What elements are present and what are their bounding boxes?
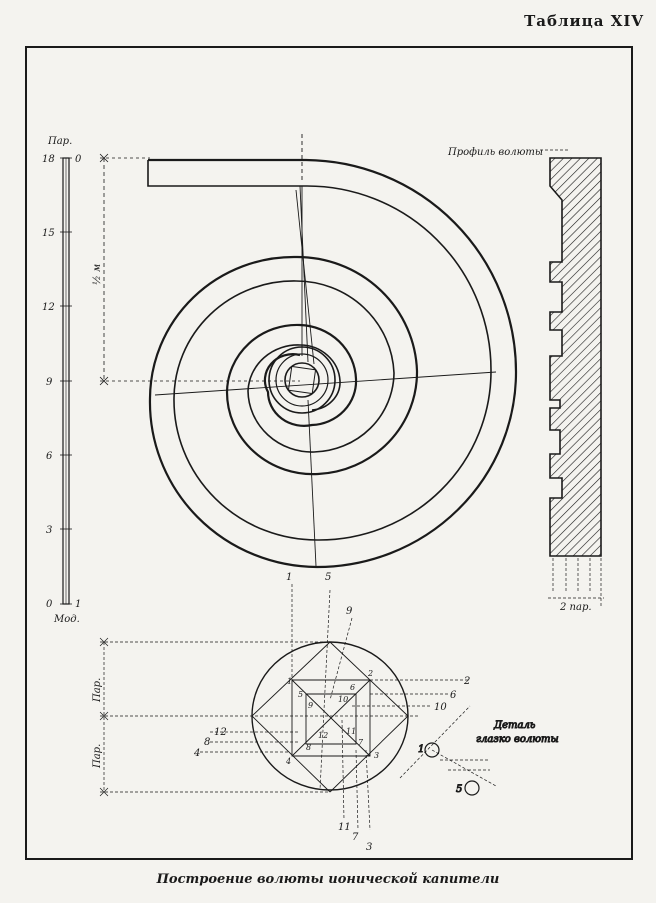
scale-bar: Пар. 18 15 12 9 6 3 0 0 1 Мод.	[42, 136, 82, 625]
scale-tick-6: 6	[46, 451, 53, 462]
detail-num-1: 1	[418, 744, 424, 755]
volute-profile: Профиль волюты 2 пар.	[447, 147, 604, 613]
scale-tick-15: 15	[42, 228, 55, 239]
par-label-upper: Пар.	[92, 678, 103, 703]
volute-spiral	[147, 158, 518, 569]
detail-label-line2: глазко волюты	[476, 734, 559, 745]
num-r2: 2	[463, 676, 470, 687]
table-number: Таблица XIV	[524, 12, 644, 30]
num-i2: 2	[367, 669, 373, 678]
scale-tick-3: 3	[46, 525, 52, 536]
scale-tick-0: 0	[46, 599, 53, 610]
volute-axes	[154, 134, 497, 567]
num-i5: 5	[298, 690, 303, 699]
scale-top-label: Пар.	[47, 136, 72, 147]
two-par-label: 2 пар.	[559, 602, 592, 613]
num-i6: 6	[350, 683, 355, 692]
detail-label-line1: Деталь	[493, 720, 535, 731]
construction-numbers: 1 5 9 2 6 10 12 8 4 11 7 3 1 2 5 6 9 10 …	[193, 572, 470, 853]
plate-frame	[25, 46, 633, 860]
num-i9: 9	[308, 701, 313, 710]
num-i3: 3	[374, 751, 379, 760]
num-i8: 8	[306, 743, 311, 752]
num-i1: 1	[287, 677, 292, 686]
num-b7: 7	[352, 832, 359, 843]
num-i4: 4	[285, 757, 291, 766]
eye-detail: Деталь глазко волюты 1 5	[399, 705, 559, 796]
scale-tick-18: 18	[42, 154, 55, 165]
par-label-lower: Пар.	[92, 744, 103, 769]
half-module-dimension	[99, 153, 300, 386]
detail-num-5: 5	[456, 784, 462, 795]
num-i12: 12	[318, 731, 328, 740]
num-b11: 11	[338, 822, 351, 833]
num-l8: 8	[204, 737, 210, 748]
num-b3: 3	[366, 842, 372, 853]
num-top-1: 1	[286, 572, 292, 583]
scale-bottom-right: 1	[75, 599, 81, 610]
num-i10: 10	[338, 695, 348, 704]
scale-tick-12: 12	[42, 302, 55, 313]
scale-top-right: 0	[75, 154, 82, 165]
num-l12: 12	[214, 727, 227, 738]
profile-label: Профиль волюты	[447, 147, 543, 158]
num-r10: 10	[434, 702, 447, 713]
half-module-label: ½ м	[92, 264, 103, 285]
plate-caption: Построение волюты ионической капители	[156, 872, 500, 887]
num-r6: 6	[450, 690, 457, 701]
num-top-5: 5	[325, 572, 331, 583]
num-top-9: 9	[346, 606, 353, 617]
scale-bottom-label: Мод.	[53, 614, 80, 625]
num-i11: 11	[346, 727, 356, 736]
num-l4: 4	[193, 748, 200, 759]
eye-construction	[99, 584, 470, 831]
num-i7: 7	[358, 738, 364, 747]
scale-tick-9: 9	[46, 377, 53, 388]
